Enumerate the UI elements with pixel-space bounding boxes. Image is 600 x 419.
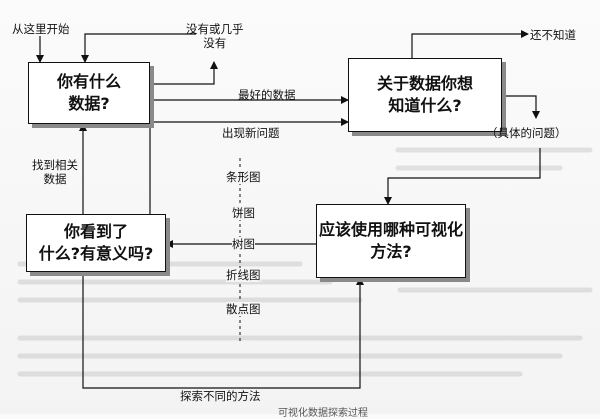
label-explore-methods: 探索不同的方法 [180, 389, 261, 403]
box-want-know-text: 关于数据你想 知道什么? [376, 74, 473, 115]
label-specific-question: （具体的问题） [486, 126, 567, 140]
label-find-related: 找到相关 数据 [32, 158, 78, 186]
box-have-data: 你有什么 数据? [28, 62, 150, 124]
label-best-data: 最好的数据 [238, 88, 296, 102]
box-what-viz-text: 应该使用哪种可视化 方法? [318, 220, 463, 261]
chart-type-scatter: 散点图 [226, 302, 261, 316]
chart-type-line: 折线图 [226, 268, 261, 282]
chart-type-pie: 饼图 [232, 206, 255, 220]
figure-caption: 可视化数据探索过程 [278, 408, 368, 419]
new-question-arrow [149, 118, 349, 214]
box-see-meaning: 你看到了 什么?有意义吗? [26, 214, 166, 272]
none-return-arrow [81, 33, 196, 63]
box-have-data-text: 你有什么 数据? [56, 72, 121, 113]
chart-type-bar: 条形图 [226, 170, 261, 184]
dont-know-arrow [411, 30, 529, 58]
box-want-know: 关于数据你想 知道什么? [348, 58, 502, 132]
explore-methods-arrow [82, 272, 364, 389]
label-none-or-little: 没有或几乎 没有 [186, 22, 244, 50]
chart-type-tree: 树图 [232, 237, 255, 251]
label-new-question: 出现新问题 [222, 126, 280, 140]
specific-question-arrow [502, 95, 540, 119]
box-what-viz: 应该使用哪种可视化 方法? [316, 204, 466, 278]
box-see-meaning-text: 你看到了 什么?有意义吗? [38, 222, 154, 263]
label-dont-know: 还不知道 [530, 28, 576, 42]
label-start-here: 从这里开始 [12, 22, 70, 36]
none-branch-arrow [150, 61, 218, 85]
specific-to-viz-arrow [384, 148, 541, 205]
